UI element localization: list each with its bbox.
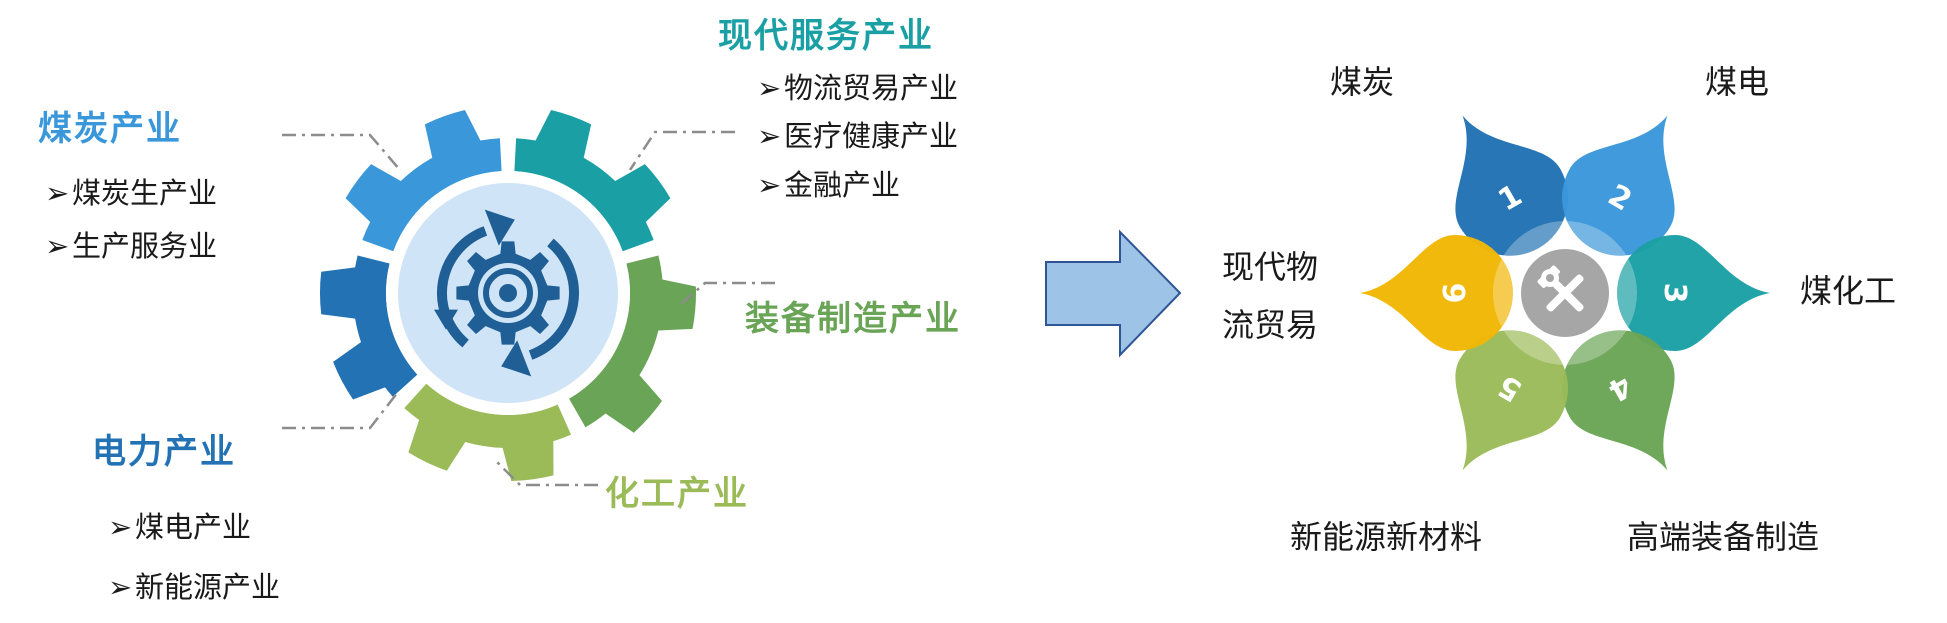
- petal-3: 3: [1617, 235, 1770, 351]
- petal-5: 5: [1455, 330, 1568, 471]
- sub-item: 医疗健康产业: [784, 119, 958, 153]
- petal-label-4: 高端装备制造: [1627, 518, 1819, 556]
- sub-item-bullet-icon: ➢: [45, 176, 69, 210]
- gear-refresh-icon: [433, 209, 579, 377]
- gear-segment-coal: [345, 110, 502, 252]
- sub-item-bullet-icon: ➢: [757, 119, 781, 153]
- petal-6: 6: [1360, 235, 1513, 351]
- petal-number: 6: [1438, 283, 1473, 304]
- petal-label-6-line-1: 现代物: [1222, 248, 1318, 286]
- petal-label-2: 煤电: [1705, 63, 1769, 101]
- sub-item-bullet-icon: ➢: [45, 229, 69, 263]
- petal-number: 3: [1657, 283, 1692, 304]
- sub-item-bullet-icon: ➢: [108, 510, 132, 544]
- petal-label-5: 新能源新材料: [1290, 518, 1482, 556]
- petal-label-1: 煤炭: [1330, 63, 1394, 101]
- sub-item: 煤炭生产业: [72, 176, 217, 210]
- gear-segment-chemical: [404, 383, 572, 481]
- petal-shape: [1617, 235, 1770, 351]
- sub-item: 金融产业: [784, 168, 900, 202]
- petal-1: 1: [1455, 115, 1568, 256]
- petal-shape: [1562, 115, 1675, 256]
- right-arrow-icon: [1045, 229, 1182, 358]
- tools-icon: [1537, 265, 1584, 312]
- sub-item-bullet-icon: ➢: [108, 570, 132, 604]
- gear-segment-equipment: [569, 255, 696, 433]
- gear-segment-power: [320, 255, 418, 400]
- category-title-service: 现代服务产业: [718, 16, 934, 56]
- service-sub-items: ➢ 物流贸易产业 ➢ 医疗健康产业 ➢ 金融产业: [757, 71, 958, 202]
- leader-lines: [282, 130, 775, 487]
- sub-item: 物流贸易产业: [784, 71, 958, 105]
- petal-shape: [1455, 330, 1568, 471]
- petal-2: 2: [1562, 115, 1675, 256]
- petal-shape: [1360, 235, 1513, 351]
- petal-shape: [1562, 330, 1675, 471]
- category-title-equipment: 装备制造产业: [745, 299, 961, 339]
- power-sub-items: ➢ 煤电产业 ➢ 新能源产业: [108, 510, 280, 604]
- industry-gear: [320, 110, 696, 481]
- category-title-chemical: 化工产业: [605, 474, 749, 514]
- category-title-coal: 煤炭产业: [38, 109, 182, 149]
- coal-sub-items: ➢ 煤炭生产业 ➢ 生产服务业: [45, 176, 217, 263]
- leader-line-power: [282, 391, 399, 430]
- gear-segment-service: [514, 110, 671, 252]
- sub-item: 生产服务业: [72, 229, 217, 263]
- petal-label-6-line-2: 流贸易: [1222, 306, 1318, 344]
- sub-item: 新能源产业: [135, 570, 280, 604]
- petal-shape: [1455, 115, 1568, 256]
- leader-line-chemical: [494, 459, 598, 487]
- leader-line-equipment: [679, 281, 775, 306]
- sub-item-bullet-icon: ➢: [757, 168, 781, 202]
- petal-label-3: 煤化工: [1800, 272, 1896, 310]
- category-title-power: 电力产业: [92, 432, 236, 472]
- leader-line-coal: [282, 133, 401, 171]
- sub-item: 煤电产业: [135, 510, 251, 544]
- leader-line-service: [628, 130, 735, 171]
- sub-item-bullet-icon: ➢: [757, 71, 781, 105]
- petal-4: 4: [1562, 330, 1675, 471]
